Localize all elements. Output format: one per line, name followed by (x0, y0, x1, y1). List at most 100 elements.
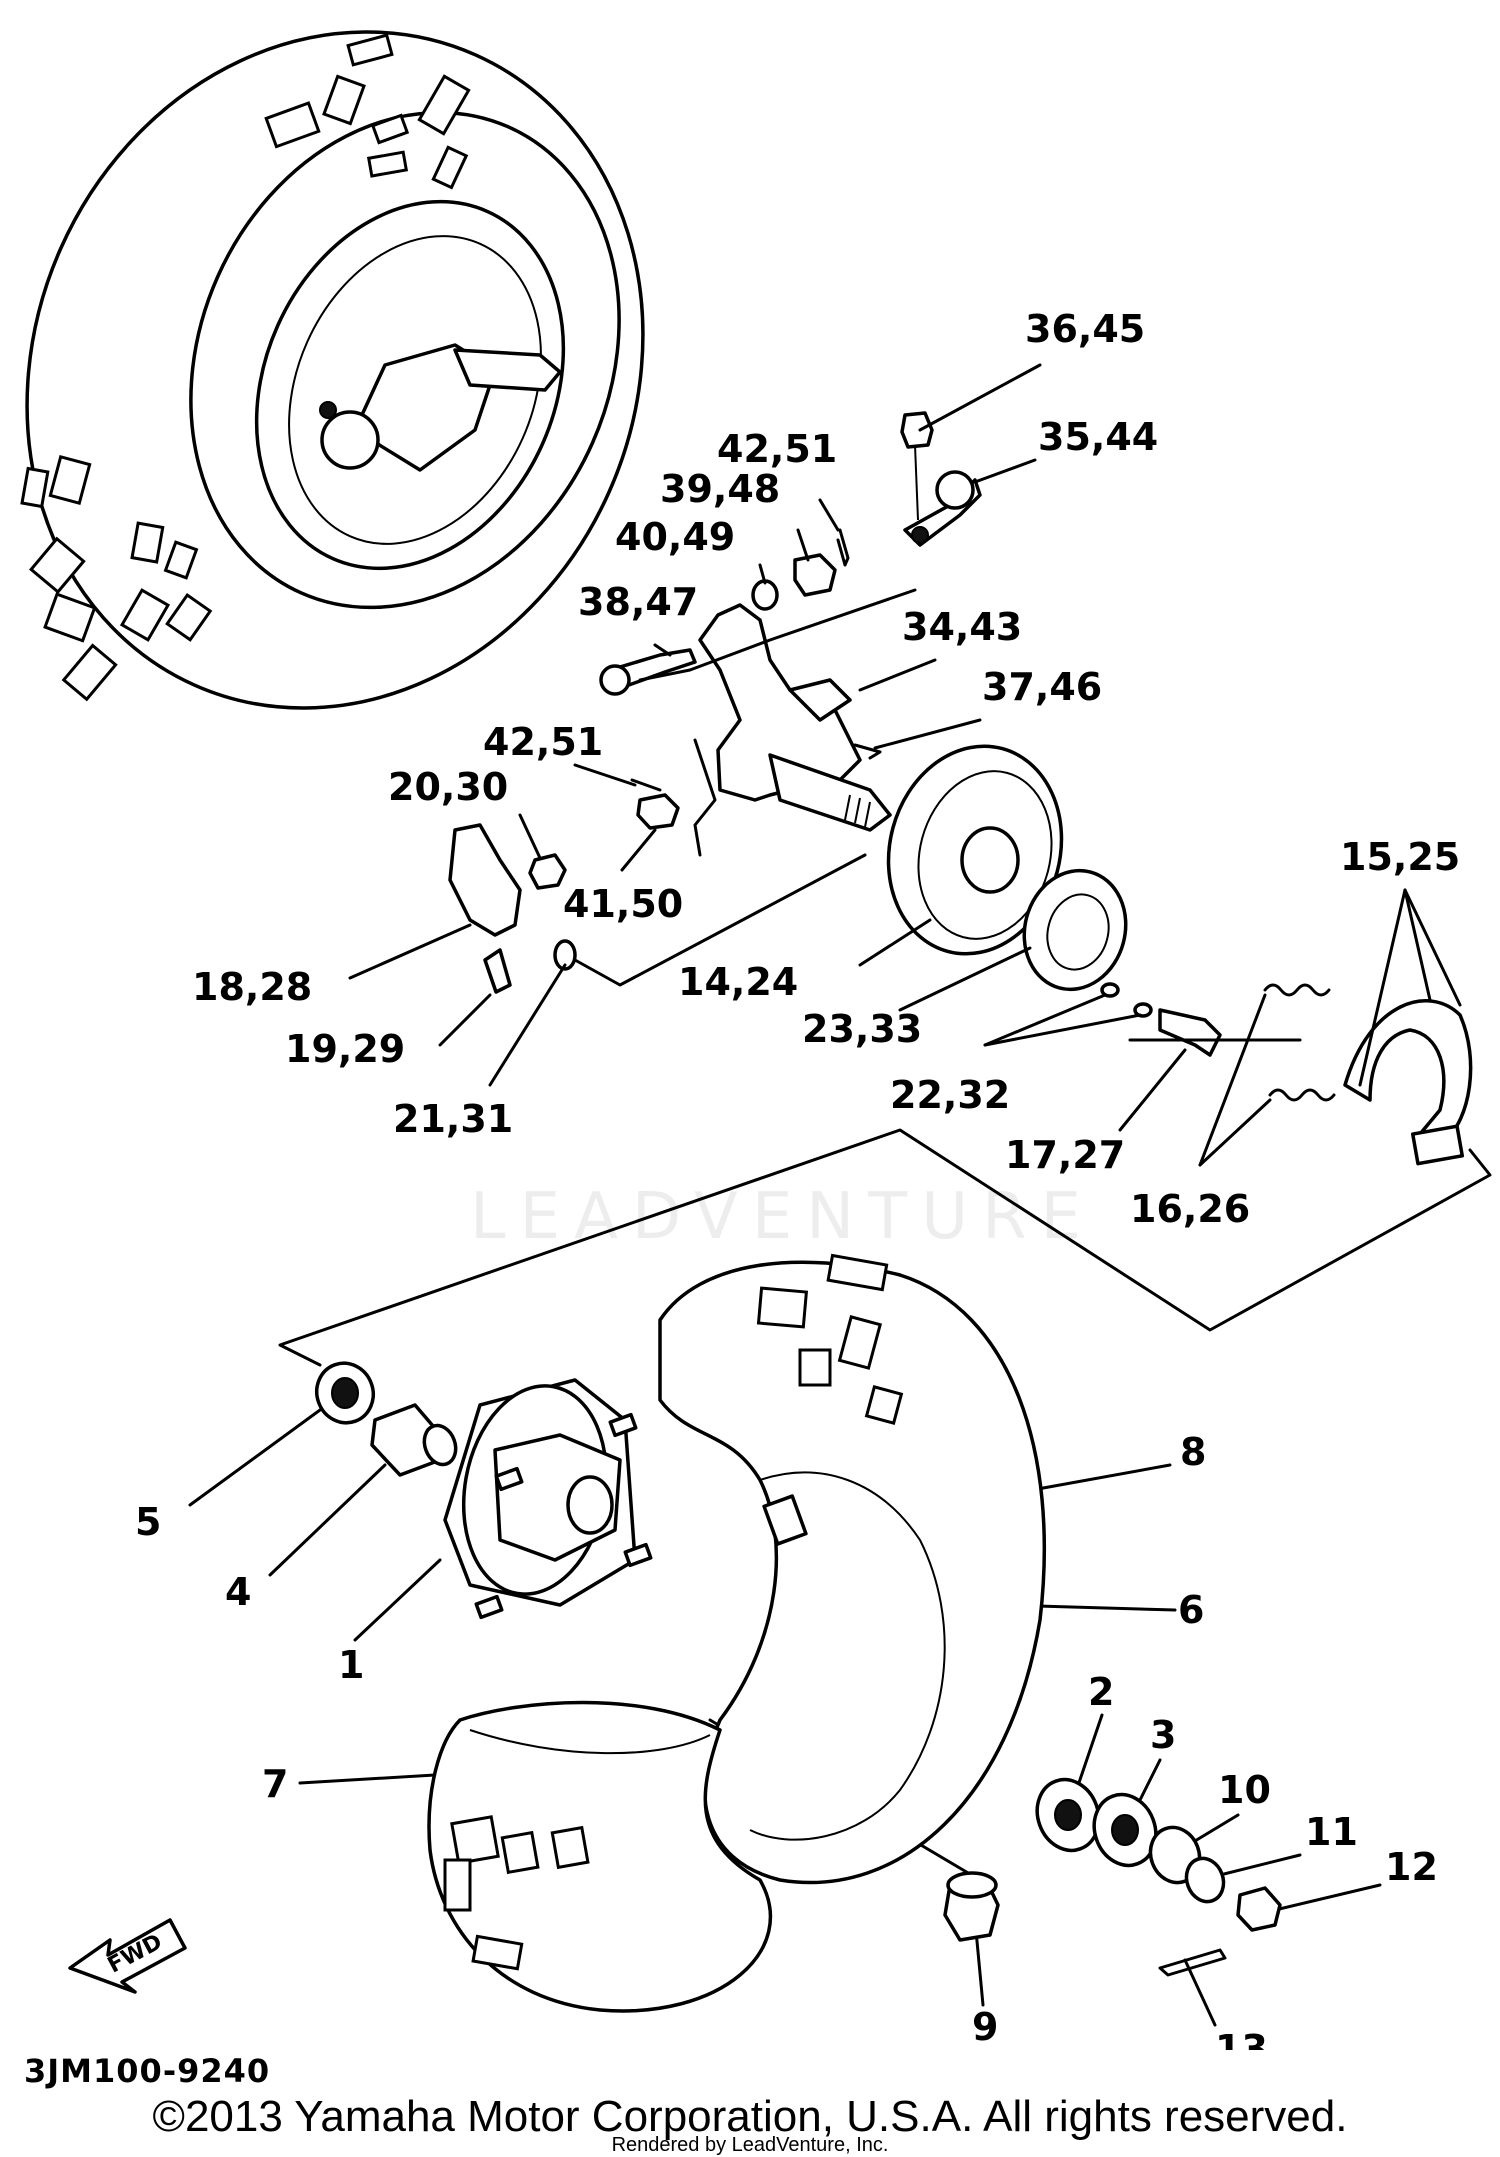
wheel-bearing-bore (331, 1377, 359, 1409)
tread-block (61, 643, 118, 702)
castle-nut (793, 553, 837, 597)
callout-label: 10 (1218, 1768, 1271, 1812)
cotter-pin (853, 743, 882, 760)
cotter-pin (1158, 1948, 1227, 1977)
callout-label: 13 (1215, 2027, 1268, 2050)
forward-arrow-icon: FWD (68, 1918, 187, 1994)
callout-label: 2 (1088, 1670, 1114, 1714)
tread-block (119, 588, 171, 642)
o-ring (1100, 982, 1120, 998)
callout-label: 23,33 (802, 1007, 922, 1051)
rendered-by-notice: Rendered by LeadVenture, Inc. (611, 2134, 889, 2156)
callout-label: 12 (1385, 1845, 1438, 1889)
tread-block (130, 521, 165, 564)
tread-block (264, 101, 321, 149)
spindle (768, 753, 892, 832)
washer (553, 939, 577, 971)
callout-label: 20,30 (388, 765, 508, 809)
callout-label: 19,29 (285, 1027, 405, 1071)
exploded-parts-diagram: FWD 36,45 35,44 42,51 39,48 40,49 38,47 … (20, 30, 1492, 2050)
castle-nut (636, 793, 680, 830)
cotter-pin (836, 528, 850, 567)
callout-label: 40,49 (615, 515, 735, 559)
callout-label: 41,50 (563, 882, 683, 926)
callout-label: 5 (135, 1500, 161, 1544)
return-spring (1268, 1088, 1336, 1102)
assembled-tread-blocks (20, 33, 471, 702)
callout-label: 4 (225, 1570, 251, 1614)
callout-label: 17,27 (1005, 1133, 1125, 1177)
callout-label: 34,43 (902, 605, 1022, 649)
callout-label: 18,28 (192, 965, 312, 1009)
knuckle-assembly (448, 411, 982, 994)
wheel-studs (474, 1412, 653, 1620)
callout-label: 38,47 (578, 580, 698, 624)
callout-label: 1 (338, 1643, 364, 1687)
nut (528, 853, 567, 890)
plate-washer (1184, 1856, 1226, 1904)
callout-label: 42,51 (483, 720, 603, 764)
tread-block (20, 466, 50, 509)
exploded-wheel (315, 1253, 1282, 2013)
assembled-wheel-drawing (20, 30, 645, 710)
tread-block (43, 592, 97, 643)
valve-stem-clip (762, 1494, 808, 1546)
cotter-pin (630, 778, 662, 792)
callout-label: 22,32 (890, 1073, 1010, 1117)
tread-block (163, 540, 199, 580)
callout-label: 42,51 (717, 427, 837, 471)
tie-rod-end (448, 823, 522, 937)
callout-label: 14,24 (678, 960, 798, 1004)
callout-labels: 36,45 35,44 42,51 39,48 40,49 38,47 34,4… (135, 307, 1460, 2050)
tread-block (165, 592, 213, 642)
washer (751, 579, 779, 611)
callout-label: 35,44 (1038, 415, 1158, 459)
knuckle-arm (788, 678, 852, 722)
knuckle-bolt-head (599, 664, 631, 696)
bearing-bore (1111, 1814, 1139, 1846)
copyright-notice: ©2013 Yamaha Motor Corporation, U.S.A. A… (152, 2092, 1348, 2141)
callout-label: 36,45 (1025, 307, 1145, 351)
callout-label: 16,26 (1130, 1187, 1250, 1231)
diagram-code: 3JM100-9240 (24, 2052, 271, 2090)
steering-arm-hole (911, 526, 929, 544)
hub-center (566, 1475, 614, 1535)
tread-block (346, 33, 394, 67)
spindle-threads (844, 794, 871, 828)
assembled-tie-rod-arm (453, 348, 562, 392)
brake-plate-hub (960, 826, 1020, 894)
callout-label: 8 (1180, 1430, 1206, 1474)
callout-label: 37,46 (982, 665, 1102, 709)
tread-block (366, 150, 409, 178)
axle-nut (1236, 1886, 1282, 1932)
tread-block (370, 113, 410, 145)
brake-shoe-tip (1410, 1124, 1465, 1166)
tread-block (322, 74, 366, 126)
callout-label: 11 (1305, 1810, 1358, 1854)
tread-block (29, 536, 86, 595)
assembled-hub-cap (320, 410, 380, 470)
callout-label: 3 (1150, 1713, 1176, 1757)
callout-label: 6 (1178, 1588, 1204, 1632)
oil-seal-inner (1046, 893, 1110, 971)
callout-label: 7 (262, 1762, 288, 1806)
tire-half-outer (427, 1700, 773, 2013)
tread-block (48, 454, 92, 506)
collar-top (946, 1871, 998, 1899)
brake-plate-ring (917, 770, 1053, 940)
callout-label: 39,48 (660, 467, 780, 511)
assembled-bolt (319, 401, 337, 419)
brake-camshaft (1158, 1008, 1222, 1057)
tire-half-outer-lip (469, 1729, 711, 1755)
callout-label: 21,31 (393, 1097, 513, 1141)
spacer-end (422, 1423, 458, 1467)
watermark: LEADVENTURE (470, 1180, 1095, 1254)
tread-block (431, 145, 469, 190)
return-spring (1263, 983, 1331, 997)
brake-assembly (886, 744, 1473, 1166)
callout-label: 9 (972, 2005, 998, 2049)
o-ring (1133, 1002, 1153, 1018)
assembled-rim-inner (288, 235, 542, 545)
callout-label: 15,25 (1340, 835, 1460, 879)
